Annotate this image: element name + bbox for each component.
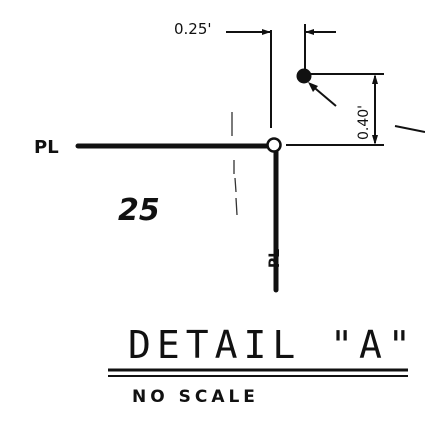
dim-arrow-bottom xyxy=(372,135,378,145)
scale-note: NO SCALE xyxy=(132,387,259,407)
dim-arrow-left xyxy=(262,29,271,35)
dashed-guide xyxy=(231,112,238,216)
dim-arrow-top xyxy=(372,74,378,84)
lot-number: 25 xyxy=(118,193,160,228)
pl-symbol-bottom: PL xyxy=(267,249,283,268)
svg-text:PL: PL xyxy=(267,249,283,268)
svg-text:PL: PL xyxy=(34,137,59,158)
pl-symbol-left: PL xyxy=(34,137,59,158)
detail-title: DETAIL "A" xyxy=(128,323,417,367)
monument-dot xyxy=(296,68,312,84)
dim-vertical-label: 0.40' xyxy=(356,105,372,140)
dim-arrow-right xyxy=(305,29,314,35)
corner-point xyxy=(266,137,282,153)
stray-mark xyxy=(394,125,425,133)
dim-horizontal-label: 0.25' xyxy=(174,20,212,38)
monument-leader-arrow xyxy=(308,82,318,92)
